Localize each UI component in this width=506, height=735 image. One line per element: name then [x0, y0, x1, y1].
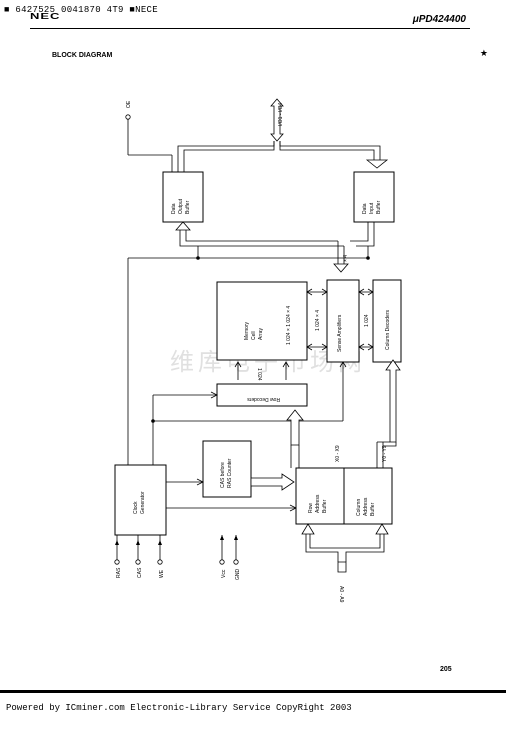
column-address-buffer-l2: Address	[363, 497, 369, 516]
barcode-header: ■ 6427525 0041870 4T9 ■NECE	[4, 5, 158, 15]
memory-size-label: 1 024 × 1 024 × 4	[286, 306, 292, 345]
row-address-buffer-l1: Row	[308, 503, 314, 513]
x-addr-label: X0 - X9	[335, 445, 341, 462]
row-width-label: 1 024	[256, 368, 262, 381]
part-number: μPD424400	[412, 14, 466, 25]
section-title: BLOCK DIAGRAM	[52, 52, 113, 59]
cas-before-ras-l2: RAS Counter	[227, 458, 233, 488]
data-input-buffer-l2: Input	[369, 202, 375, 214]
data-input-buffer-l1: Data	[362, 203, 368, 214]
sense-amplifiers-label: Sense Amplifiers	[337, 314, 343, 352]
column-address-buffer-l1: Column	[356, 499, 362, 516]
footer-text: Powered by ICminer.com Electronic-Librar…	[6, 703, 352, 713]
column-address-buffer	[343, 467, 393, 525]
we-label: WE	[159, 569, 165, 578]
row-address-buffer-l2: Address	[315, 494, 321, 513]
star-icon: ★	[479, 48, 488, 58]
data-output-buffer-l2: Output	[178, 198, 184, 214]
datasheet-page: ■ 6427525 0041870 4T9 ■NECE NEC μPD42440…	[4, 5, 488, 673]
header-rule	[30, 28, 470, 29]
block-diagram: OE I/O1 - I/O4 Data Output Buffer Data I…	[114, 98, 402, 603]
data-input-buffer-l3: Buffer	[376, 200, 382, 214]
column-width-label: 1 024	[364, 314, 370, 327]
clock-generator-l1: Clock	[133, 501, 139, 514]
row-address-buffer-l3: Buffer	[322, 499, 328, 513]
page-number: 205	[440, 666, 452, 673]
cas-label: CAS	[137, 567, 143, 578]
nec-logo: NEC	[30, 12, 61, 21]
memory-cell-array-l3: Array	[258, 328, 264, 340]
column-decoders	[372, 279, 402, 363]
cas-before-ras-l1: CAS before	[220, 462, 226, 488]
oe-pin	[125, 114, 131, 120]
column-decoders-label: Column Decoders	[385, 309, 391, 350]
footer-bar: Powered by ICminer.com Electronic-Librar…	[0, 690, 506, 735]
memory-cell-array-l1: Memory	[244, 321, 250, 340]
clock-generator	[114, 464, 167, 536]
vcc-label: Vcc	[221, 569, 227, 578]
data-output-buffer-l3: Buffer	[185, 200, 191, 214]
column-address-buffer-l3: Buffer	[370, 502, 376, 516]
row-address-buffer	[295, 467, 345, 525]
sense-amplifiers	[326, 279, 360, 363]
clock-generator-l2: Generator	[140, 491, 146, 514]
sense-width-label: 1 024 × 4	[315, 310, 321, 331]
io-bus-arrow	[270, 98, 284, 142]
ras-label: RAS	[116, 567, 122, 578]
y-addr-label: Y0 - Y9	[382, 445, 388, 462]
cas-before-ras-counter	[202, 440, 252, 498]
data-output-buffer-l1: Data	[171, 203, 177, 214]
memory-cell-array	[216, 281, 308, 361]
row-decoders-label: Row Decoders	[247, 396, 280, 402]
memory-cell-array-l2: Cell	[251, 331, 257, 340]
gnd-label: GND	[235, 569, 241, 581]
oe-label: OE	[126, 100, 132, 108]
addr-label: A0 - A9	[338, 586, 344, 603]
io-label: I/O1 - I/O4	[278, 102, 284, 126]
data-output-buffer	[162, 171, 204, 223]
